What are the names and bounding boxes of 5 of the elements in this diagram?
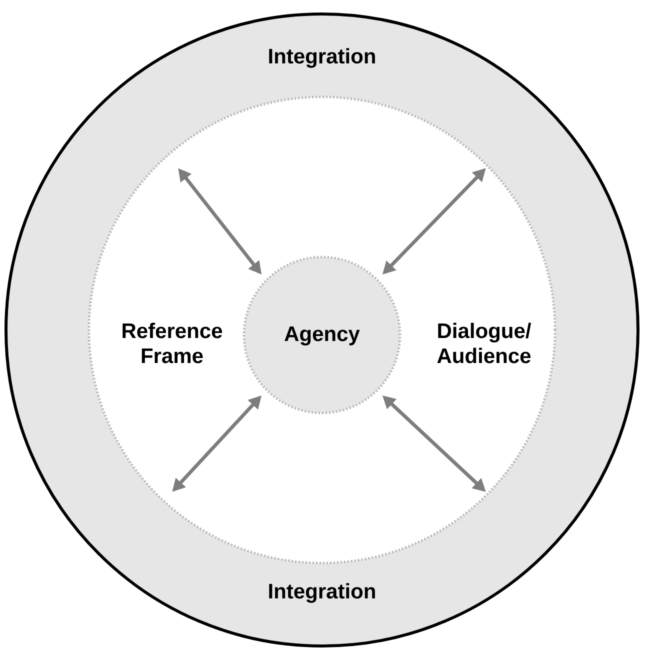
region-label: Dialogue/ Audience	[437, 322, 532, 364]
ring-label: Integration	[269, 48, 375, 68]
ring-label: Integration	[269, 583, 375, 603]
center-label: Agency	[284, 326, 360, 346]
region-label: Reference Frame	[122, 322, 222, 364]
